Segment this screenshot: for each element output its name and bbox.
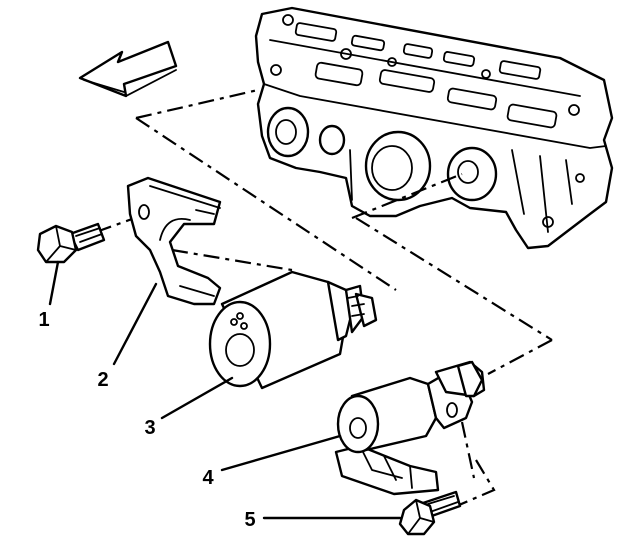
callout-4: 4	[202, 467, 214, 489]
bolt-upper	[36, 222, 106, 264]
callout-1: 1	[38, 309, 49, 331]
solenoid-small	[334, 360, 486, 496]
arrow-left-icon	[78, 40, 178, 98]
leader-lines	[48, 260, 402, 520]
bracket	[126, 176, 222, 306]
bolt-lower	[398, 490, 462, 536]
callout-3: 3	[144, 417, 155, 439]
solenoid-large	[208, 270, 378, 390]
valve-body	[254, 6, 614, 250]
callout-2: 2	[97, 369, 108, 391]
callout-5: 5	[244, 509, 255, 531]
